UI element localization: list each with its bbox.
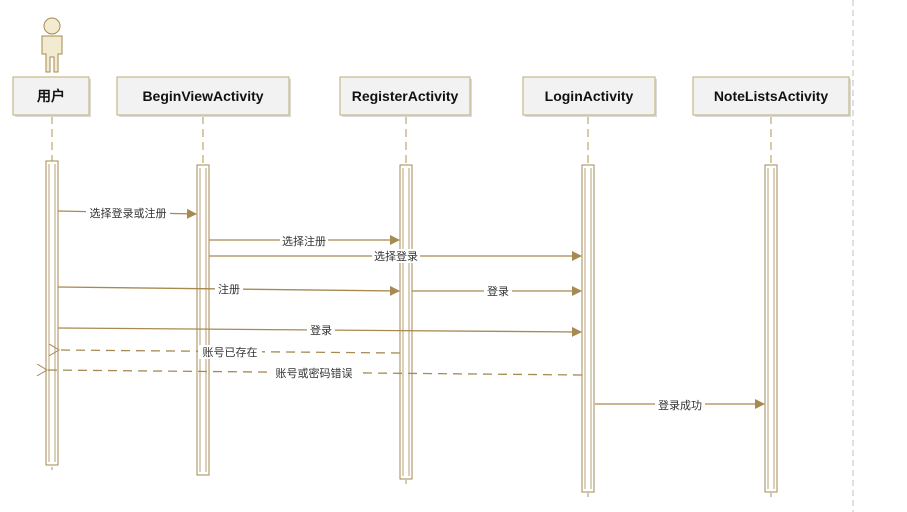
message-label: 选择注册 — [282, 234, 326, 248]
message-label: 登录 — [310, 323, 332, 337]
message-label: 选择登录或注册 — [90, 206, 167, 220]
message-label: 注册 — [218, 282, 240, 296]
activation-register — [399, 164, 413, 480]
participant-register: RegisterActivity — [339, 76, 472, 117]
activation-user — [45, 160, 59, 466]
message-label: 选择登录 — [374, 249, 418, 263]
actor-icon — [41, 17, 63, 73]
participant-begin: BeginViewActivity — [116, 76, 291, 117]
activation-begin — [196, 164, 210, 476]
activation-login — [581, 164, 595, 493]
participant-label: LoginActivity — [545, 88, 634, 104]
participant-label: RegisterActivity — [352, 88, 459, 104]
participant-label: BeginViewActivity — [142, 88, 263, 104]
activation-notelists — [764, 164, 778, 493]
participant-user: 用户 — [12, 76, 91, 117]
participant-login: LoginActivity — [522, 76, 657, 117]
message-label: 登录成功 — [658, 398, 702, 412]
participant-label: NoteListsActivity — [714, 88, 829, 104]
participant-notelists: NoteListsActivity — [692, 76, 851, 117]
message-label: 账号或密码错误 — [276, 366, 353, 380]
participant-label: 用户 — [37, 88, 65, 104]
message-label: 账号已存在 — [203, 345, 258, 359]
message-label: 登录 — [487, 284, 509, 298]
